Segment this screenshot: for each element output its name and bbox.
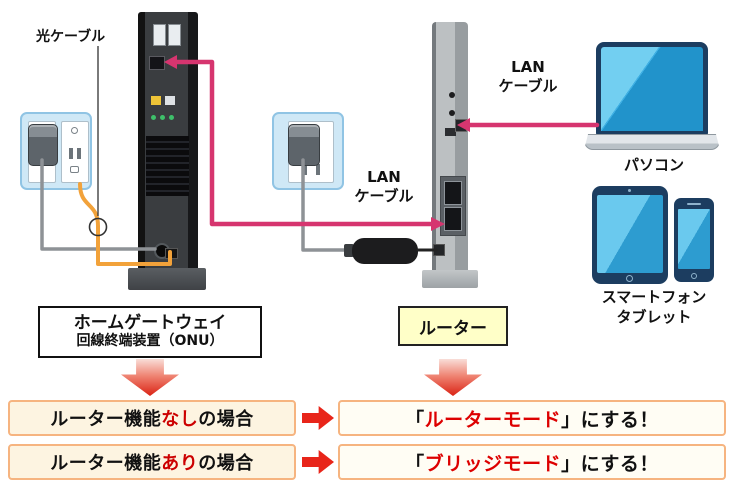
wan-port-icon (149, 56, 165, 70)
optical-jack-icon (70, 166, 79, 173)
usb-port-icon (153, 24, 166, 46)
smartphone-screen (678, 209, 710, 269)
right-arrow-icon (302, 450, 334, 474)
right-arrow-icon (302, 406, 334, 430)
pc-label: パソコン (623, 156, 684, 174)
ethernet-port-block (440, 176, 466, 236)
bracket-open: 「 (405, 408, 425, 431)
result-suffix: にする！ (580, 408, 659, 431)
status-led-icon (151, 115, 156, 120)
onu-label-line1: ホームゲートウェイ (73, 312, 227, 333)
usb-port-icon (168, 24, 181, 46)
outlet-slot-icon (77, 148, 81, 159)
home-button-icon (626, 275, 633, 282)
smartphone-tablet-label: スマートフォン タブレット (601, 288, 707, 326)
power-plug-icon (288, 124, 320, 166)
down-arrow-icon (121, 359, 179, 396)
ethernet-jack-icon (444, 207, 462, 231)
lan-cable-label-right: LAN ケーブル (498, 58, 558, 95)
home-button-icon (691, 273, 697, 279)
case-row-no-router-function: ルーター機能なしの場合 「ルーターモード」にする！ (8, 400, 726, 436)
condition-highlight: あり (161, 453, 199, 474)
condition-box: ルーター機能ありの場合 (8, 444, 296, 480)
down-arrow-icon (424, 359, 482, 396)
vent-grille-icon (146, 136, 189, 196)
router-switch-icon (445, 128, 456, 136)
laptop-icon (596, 42, 708, 136)
bracket-open: 「 (405, 452, 425, 475)
condition-suffix: の場合 (198, 409, 254, 430)
camera-dot-icon (628, 189, 631, 192)
router-label-box: ルーター (398, 306, 508, 346)
optical-port-icon (165, 248, 178, 259)
power-plug-icon (28, 124, 58, 166)
result-suffix: にする！ (580, 452, 659, 475)
ethernet-jack-icon (444, 181, 462, 205)
connector-icon (165, 96, 175, 105)
outlet-hole-icon (71, 127, 78, 134)
outlet-plate (61, 121, 89, 183)
onu-label-box: ホームゲートウェイ 回線終端装置（ONU） (38, 306, 262, 358)
router-stand (422, 270, 478, 288)
condition-suffix: の場合 (198, 453, 254, 474)
onu-label-line2: 回線終端装置（ONU） (76, 333, 224, 350)
bracket-close: 」 (561, 452, 581, 475)
lan-port-icon (455, 119, 467, 132)
lan-cable-label-middle: LAN ケーブル (354, 168, 414, 205)
tablet-screen (597, 195, 663, 273)
power-inlet-icon (433, 244, 445, 256)
condition-prefix: ルーター機能 (50, 409, 162, 430)
laptop-base (584, 134, 720, 150)
status-led-icon (169, 115, 174, 120)
highlight-circle-icon (88, 217, 108, 237)
status-led-icon (160, 115, 165, 120)
ac-adapter-icon (352, 238, 418, 264)
result-box: 「ブリッジモード」にする！ (338, 444, 726, 480)
router-button-icon (449, 110, 455, 116)
speaker-icon (687, 203, 701, 205)
bracket-close: 」 (561, 408, 581, 431)
result-box: 「ルーターモード」にする！ (338, 400, 726, 436)
tablet-icon (592, 186, 668, 284)
router-button-icon (449, 92, 455, 98)
router-tower-icon (432, 22, 468, 272)
smartphone-icon (674, 198, 714, 282)
outlet-slot-icon (69, 148, 73, 159)
condition-highlight: なし (161, 409, 199, 430)
connector-icon (151, 96, 161, 105)
result-mode: ルーターモード (424, 408, 562, 431)
case-row-has-router-function: ルーター機能ありの場合 「ブリッジモード」にする！ (8, 444, 726, 480)
condition-box: ルーター機能なしの場合 (8, 400, 296, 436)
onu-stand (128, 268, 206, 290)
result-mode: ブリッジモード (424, 452, 562, 475)
adapter-neck (344, 244, 354, 257)
onu-tower-icon (138, 12, 198, 270)
optical-cable-label: 光ケーブル (36, 29, 106, 45)
condition-prefix: ルーター機能 (50, 453, 162, 474)
